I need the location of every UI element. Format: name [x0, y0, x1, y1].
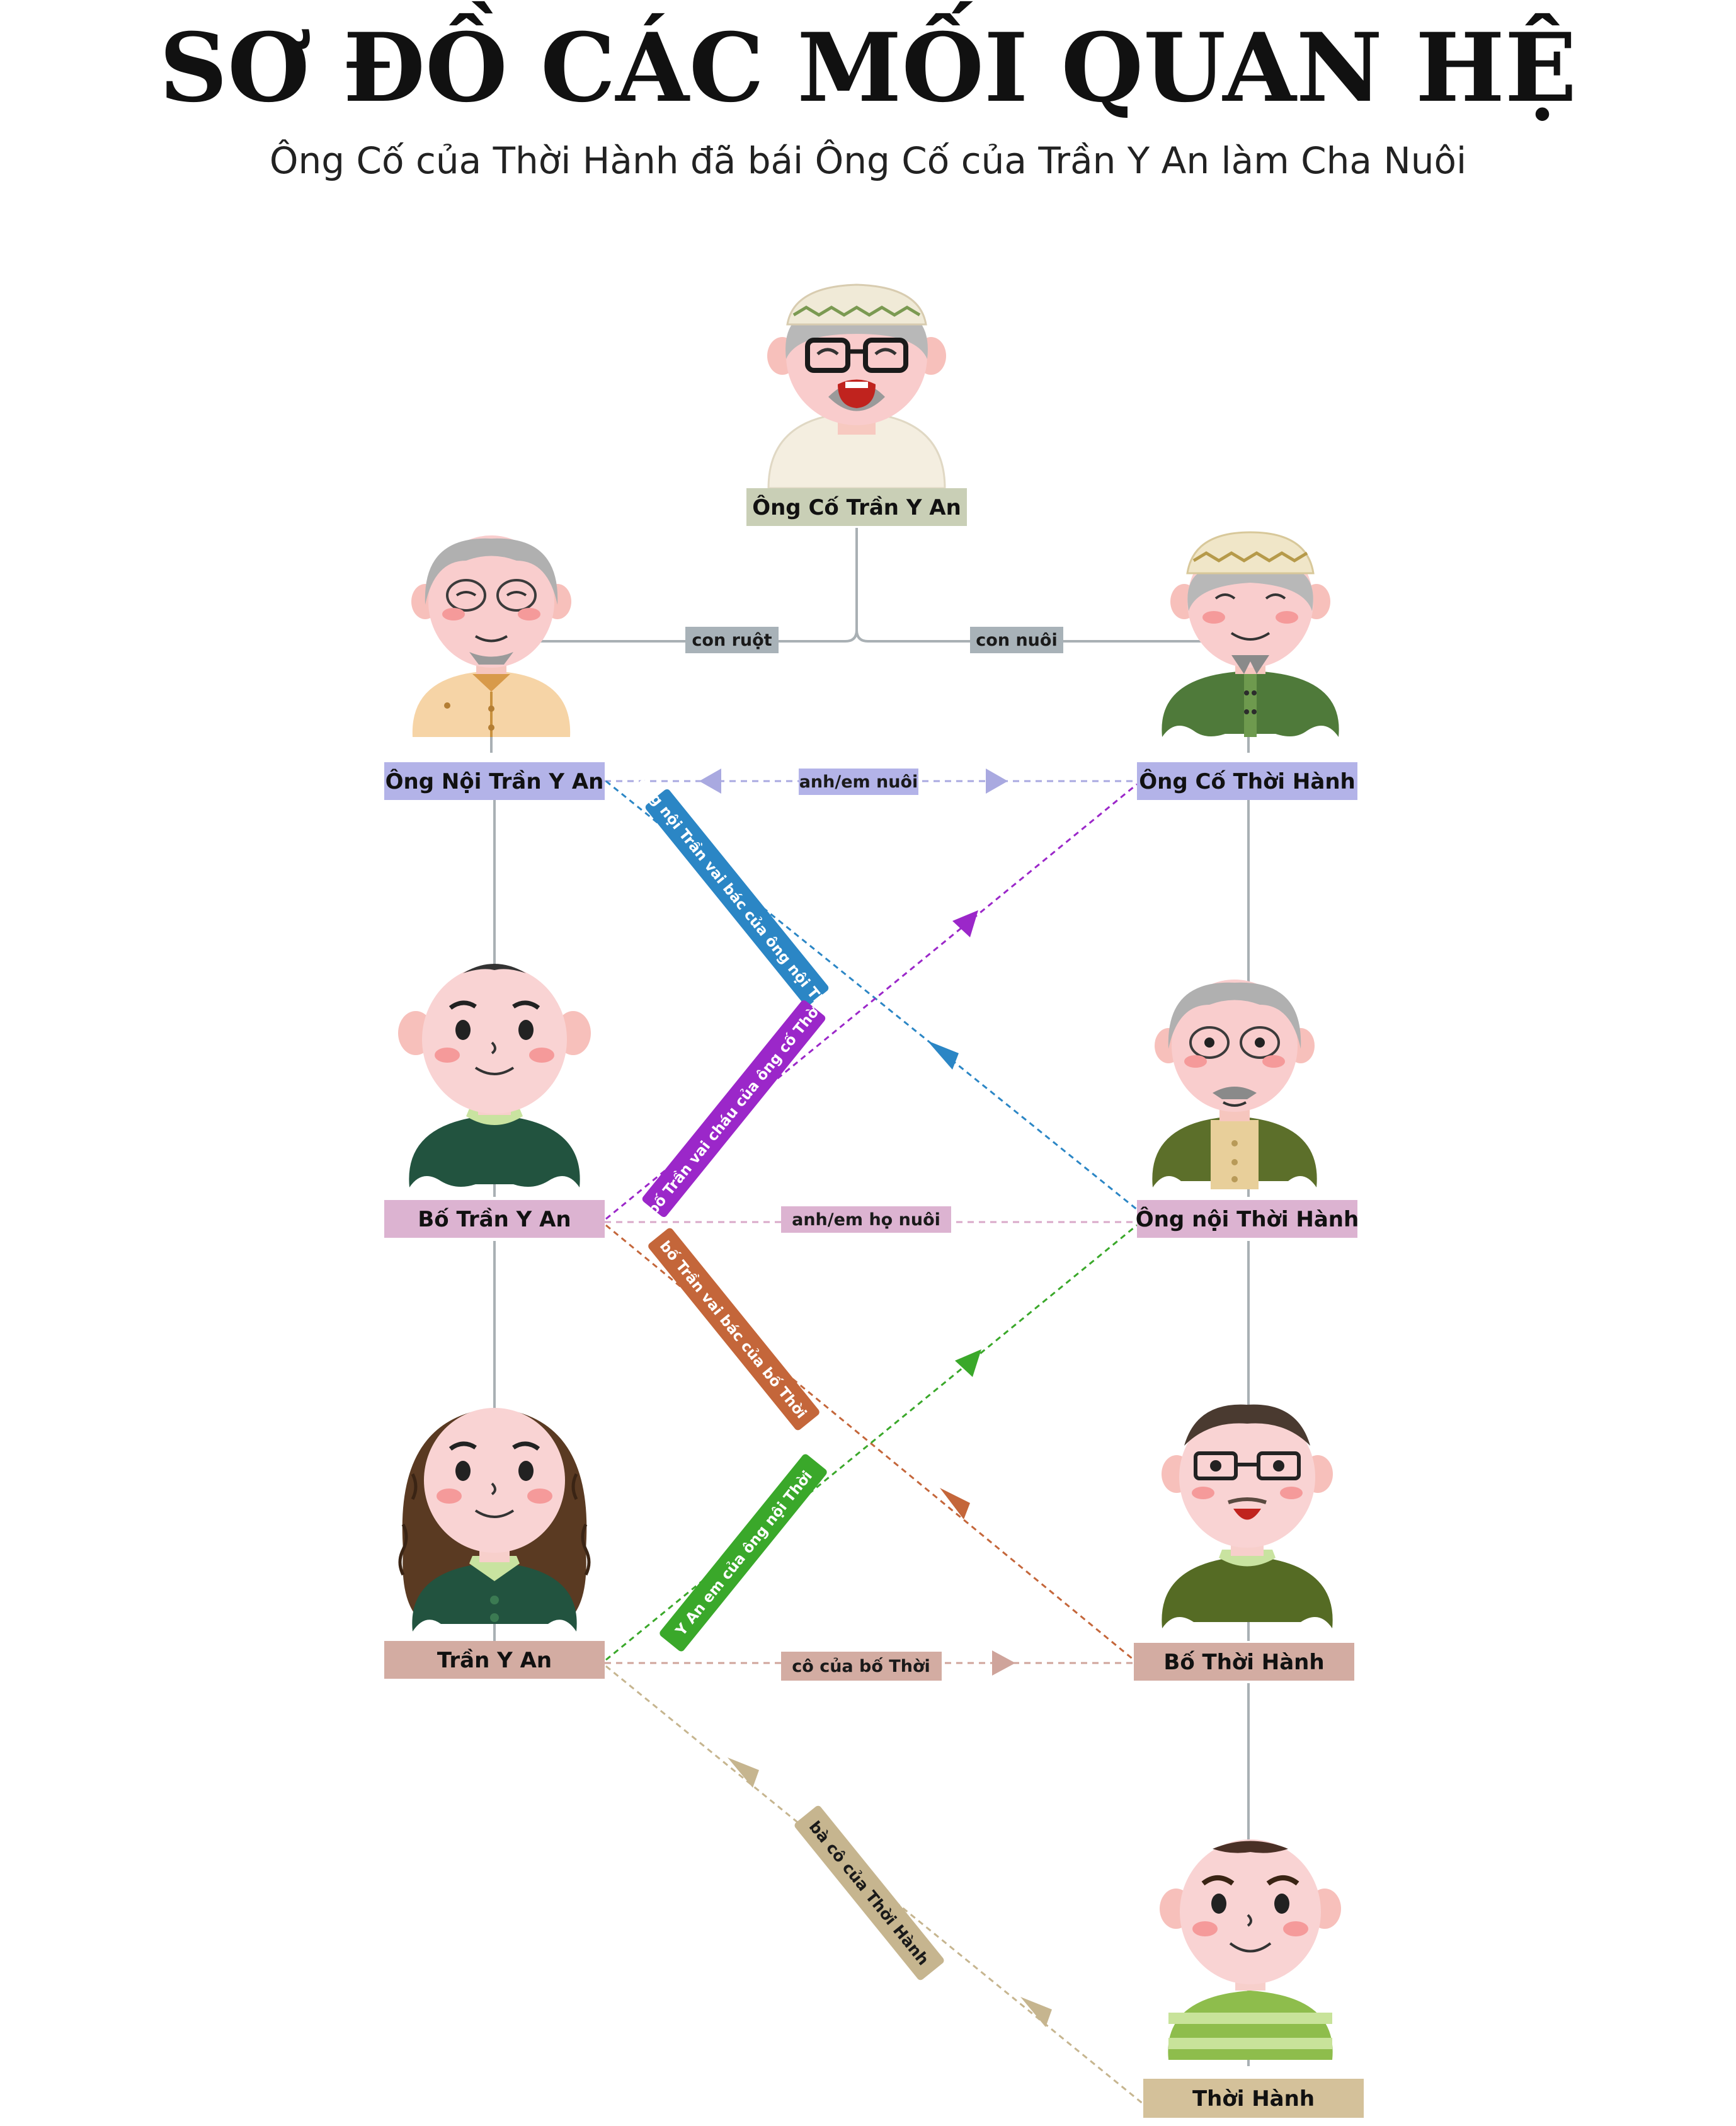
node-tran-y-an: Trần Y An: [384, 1641, 605, 1679]
svg-text:con nuôi: con nuôi: [976, 631, 1057, 650]
edge-tag-co-cua-bo: cô của bố Thời: [781, 1652, 942, 1681]
svg-text:con ruột: con ruột: [692, 631, 772, 650]
edge-tag-blue: ông nội Trần vai bác của ông nội Thời: [634, 775, 838, 1022]
avatar-ong-noi-tran: [411, 535, 571, 737]
svg-text:Ông Nội Trần Y An: Ông Nội Trần Y An: [385, 769, 604, 794]
arrow-anh-em-right: [986, 769, 1008, 794]
edge-tag-con-nuoi: con nuôi: [970, 627, 1063, 653]
node-ong-co-tran: Ông Cố Trần Y An: [746, 488, 967, 526]
svg-text:anh/em họ nuôi: anh/em họ nuôi: [792, 1210, 940, 1230]
svg-text:Bố Thời Hành: Bố Thời Hành: [1163, 1650, 1324, 1675]
line-green: [605, 1224, 1138, 1661]
svg-text:Y An em của ông nội Thời: Y An em của ông nội Thời: [672, 1468, 816, 1639]
page-subtitle: Ông Cố của Thời Hành đã bái Ông Cố của T…: [270, 139, 1466, 182]
svg-text:Ông Cố Trần Y An: Ông Cố Trần Y An: [752, 494, 961, 520]
avatar-thoi-hanh: [1160, 1839, 1341, 2060]
page-title: SƠ ĐỒ CÁC MỐI QUAN HỆ: [159, 1, 1577, 123]
svg-text:anh/em nuôi: anh/em nuôi: [799, 772, 918, 792]
arrow-tan-2: [1020, 1997, 1052, 2027]
node-ong-co-thoi: Ông Cố Thời Hành: [1137, 762, 1357, 800]
arrow-purple: [952, 910, 978, 937]
avatar-bo-tran: [398, 964, 591, 1187]
svg-text:cô của bố Thời: cô của bố Thời: [792, 1657, 930, 1676]
svg-text:bố Trần vai cháu của ông cố T: bố Trần vai cháu của ông cố Thời: [644, 1000, 825, 1219]
arrow-orange: [940, 1488, 970, 1519]
edge-tag-con-ruot: con ruột: [685, 627, 779, 653]
svg-text:bố Trần vai bác của bố Thời: bố Trần vai bác của bố Thời: [656, 1238, 810, 1422]
edge-tag-orange: bố Trần vai bác của bố Thời: [648, 1228, 819, 1431]
svg-text:Bố Trần Y An: Bố Trần Y An: [418, 1207, 571, 1232]
node-thoi-hanh: Thời Hành: [1143, 2079, 1364, 2118]
tree-lines: [490, 528, 1250, 2066]
arrow-green: [955, 1349, 981, 1377]
svg-text:Ông nội Thời Hành: Ông nội Thời Hành: [1136, 1206, 1359, 1232]
edge-tag-tan: bà cô của Thời Hành: [794, 1805, 944, 1980]
edge-tag-green: Y An em của ông nội Thời: [660, 1454, 827, 1652]
node-bo-tran: Bố Trần Y An: [384, 1200, 605, 1238]
avatar-ong-co-thoi: [1162, 531, 1339, 737]
line-top-junction: [490, 528, 1250, 753]
avatar-tran-y-an: [398, 1408, 591, 1632]
edge-tag-anh-em-ho-nuoi: anh/em họ nuôi: [781, 1206, 951, 1233]
arrow-anh-em-left: [699, 769, 721, 794]
svg-text:Trần Y An: Trần Y An: [437, 1648, 552, 1673]
node-bo-thoi: Bố Thời Hành: [1134, 1643, 1354, 1681]
arrow-blue: [927, 1041, 959, 1070]
arrow-co-cua-bo: [992, 1650, 1015, 1676]
svg-text:ông nội Trần vai bác của ông n: ông nội Trần vai bác của ông nội Thời: [634, 775, 838, 1022]
edge-tag-anh-em-nuoi: anh/em nuôi: [799, 769, 918, 795]
node-ong-noi-thoi: Ông nội Thời Hành: [1136, 1200, 1359, 1238]
svg-text:Thời Hành: Thời Hành: [1192, 2086, 1315, 2112]
avatar-ong-noi-thoi: [1152, 980, 1317, 1189]
node-ong-noi-tran: Ông Nội Trần Y An: [384, 762, 605, 800]
diagonal-arrowheads: [728, 910, 1052, 2027]
svg-text:Ông Cố Thời Hành: Ông Cố Thời Hành: [1139, 769, 1356, 794]
edge-tag-purple: bố Trần vai cháu của ông cố Thời: [642, 1000, 826, 1219]
svg-text:bà cô của Thời Hành: bà cô của Thời Hành: [806, 1817, 933, 1969]
avatar-ong-co-tran: [767, 283, 946, 489]
avatar-bo-thoi: [1162, 1404, 1333, 1628]
arrow-tan-1: [728, 1757, 759, 1788]
